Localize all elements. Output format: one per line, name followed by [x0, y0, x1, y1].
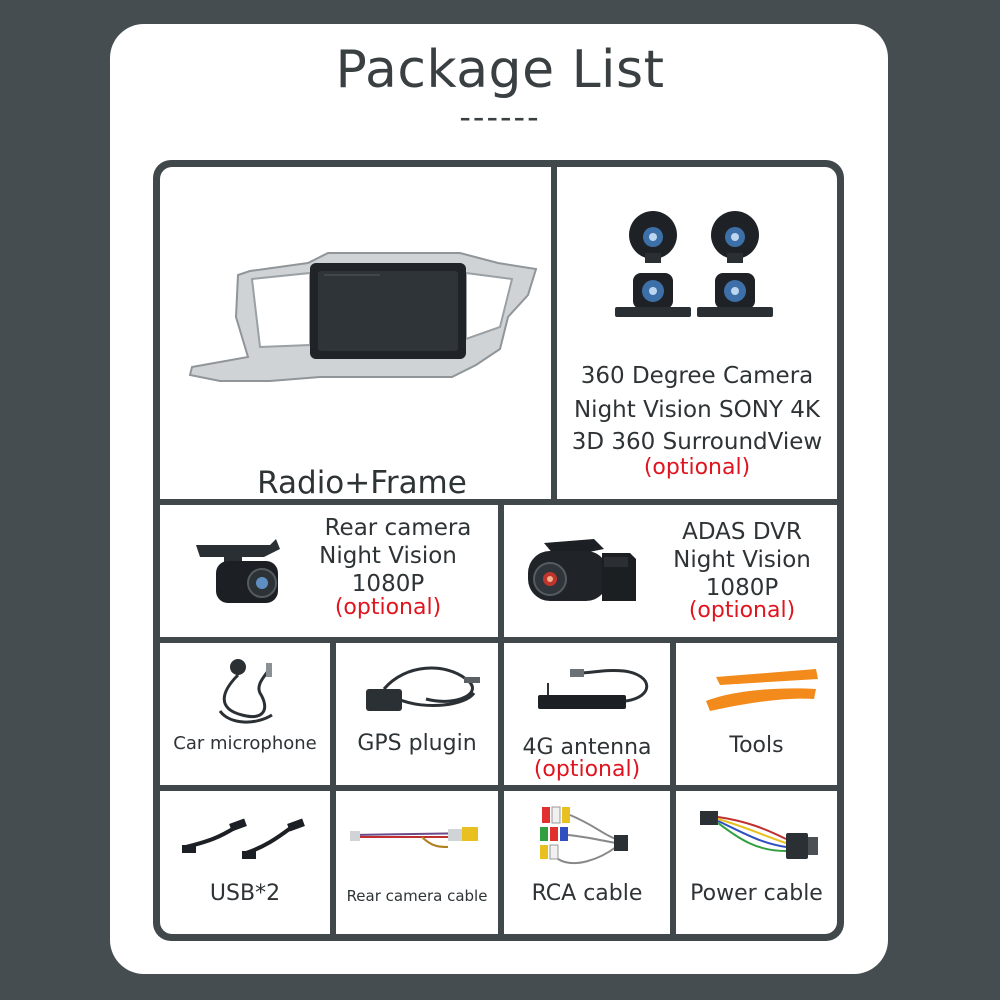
- rear-cable-icon: [350, 827, 479, 848]
- tools-label: Tools: [729, 733, 784, 758]
- rear-camera-line1: Rear camera: [324, 515, 472, 541]
- gps-plugin-label: GPS plugin: [357, 731, 477, 756]
- item-car-microphone: Car microphone: [160, 643, 330, 785]
- camera-360-optional: (optional): [643, 455, 751, 480]
- gps-antenna-icon: [366, 666, 480, 711]
- item-power-cable: Power cable: [676, 791, 837, 934]
- car-microphone-label: Car microphone: [173, 733, 317, 754]
- item-radio-frame: Radio+Frame: [160, 167, 551, 499]
- page-title: Package List: [335, 40, 665, 100]
- camera-360-line2: Night Vision SONY 4K: [573, 397, 821, 423]
- dvr-icon: [528, 539, 608, 601]
- dvr-line3: 1080P: [705, 575, 779, 601]
- microphone-icon: [218, 659, 273, 724]
- rear-camera-icon: [196, 539, 280, 603]
- rear-camera-line2: Night Vision: [319, 543, 457, 569]
- sd-card-icon: [602, 553, 636, 601]
- usb-label: USB*2: [209, 881, 281, 906]
- rca-cable-icon: [540, 806, 628, 864]
- item-usb: USB*2: [160, 791, 330, 934]
- package-grid: Radio+Frame: [153, 160, 844, 941]
- camera-360-line1: 360 Degree Camera: [580, 363, 814, 389]
- dvr-line1: ADAS DVR: [682, 519, 802, 545]
- lte-antenna-icon: [538, 668, 649, 709]
- dvr-optional: (optional): [688, 598, 796, 623]
- item-gps-plugin: GPS plugin: [336, 643, 498, 785]
- camera-360-line3: 3D 360 SurroundView: [571, 429, 823, 455]
- item-rear-camera: Rear camera Night Vision 1080P (optional…: [160, 505, 498, 637]
- 4g-antenna-label: 4G antenna: [522, 735, 652, 760]
- rear-camera-cable-label: Rear camera cable: [346, 887, 488, 905]
- power-harness-icon: [700, 811, 818, 859]
- title-divider: ------: [459, 98, 541, 136]
- item-rear-camera-cable: Rear camera cable: [336, 791, 498, 934]
- pry-tools-icon: [706, 669, 818, 711]
- rca-cable-label: RCA cable: [531, 881, 643, 906]
- item-tools: Tools: [676, 643, 837, 785]
- radio-frame-icon: [188, 252, 538, 382]
- dvr-line2: Night Vision: [673, 547, 811, 573]
- item-rca-cable: RCA cable: [504, 791, 670, 934]
- item-adas-dvr: ADAS DVR Night Vision 1080P (optional): [504, 505, 837, 637]
- item-360-camera: 360 Degree Camera Night Vision SONY 4K 3…: [557, 167, 837, 499]
- usb-cable-icon: [182, 818, 305, 859]
- camera-360-icon: [615, 211, 773, 317]
- rear-camera-optional: (optional): [334, 595, 442, 620]
- item-4g-antenna: 4G antenna (optional): [504, 643, 670, 785]
- 4g-antenna-optional: (optional): [533, 757, 641, 782]
- radio-frame-label: Radio+Frame: [257, 465, 467, 499]
- power-cable-label: Power cable: [690, 881, 823, 906]
- rear-camera-line3: 1080P: [351, 571, 425, 597]
